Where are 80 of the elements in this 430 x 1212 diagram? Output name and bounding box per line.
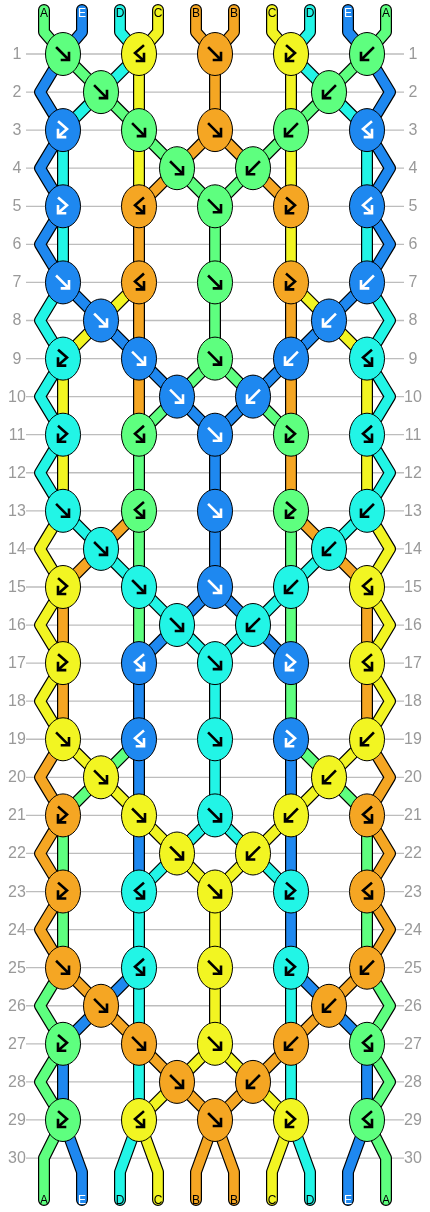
- strand-label: D: [115, 7, 125, 19]
- row-number: 14: [8, 540, 26, 557]
- row-number: 21: [404, 807, 422, 824]
- strand-label: E: [78, 1194, 86, 1206]
- strand-label: D: [115, 1194, 125, 1206]
- row-number: 15: [8, 578, 26, 595]
- strand-label: D: [305, 1194, 315, 1206]
- row-number: 22: [404, 845, 422, 862]
- row-number: 7: [408, 274, 418, 291]
- row-number: 12: [404, 464, 422, 481]
- row-number: 30: [8, 1150, 26, 1166]
- row-number: 13: [8, 502, 26, 519]
- strand-label: B: [192, 1194, 200, 1206]
- row-number: 20: [8, 769, 26, 786]
- row-number: 29: [8, 1111, 26, 1128]
- row-number: 1: [12, 46, 22, 62]
- row-number: 6: [12, 236, 22, 253]
- row-number: 10: [8, 388, 26, 405]
- strand-label: B: [230, 7, 238, 19]
- strand-label: E: [344, 7, 352, 19]
- row-number: 26: [404, 997, 422, 1014]
- row-number: 17: [8, 655, 26, 672]
- row-number: 4: [408, 160, 418, 177]
- row-number: 28: [8, 1073, 26, 1090]
- row-number: 3: [408, 122, 418, 139]
- row-number: 2: [12, 84, 22, 101]
- row-number: 23: [8, 883, 26, 900]
- row-number: 16: [8, 617, 26, 634]
- row-number: 25: [8, 959, 26, 976]
- row-number: 13: [404, 502, 422, 519]
- row-number: 9: [12, 350, 22, 367]
- row-number: 5: [12, 198, 22, 215]
- strand-label: A: [382, 1194, 390, 1206]
- row-number: 18: [404, 693, 422, 710]
- strand-label: A: [40, 7, 48, 19]
- strand-label: D: [305, 7, 315, 19]
- row-number: 28: [404, 1073, 422, 1090]
- row-number: 6: [408, 236, 418, 253]
- row-number: 19: [404, 731, 422, 748]
- row-number: 20: [404, 769, 422, 786]
- strand-label: C: [267, 7, 277, 19]
- row-number: 15: [404, 578, 422, 595]
- row-number: 9: [408, 350, 418, 367]
- row-number: 24: [8, 921, 26, 938]
- strand-label: C: [153, 7, 163, 19]
- row-number: 27: [8, 1035, 26, 1052]
- row-number: 25: [404, 959, 422, 976]
- row-number: 19: [8, 731, 26, 748]
- row-number: 10: [404, 388, 422, 405]
- row-number: 8: [12, 312, 22, 329]
- row-number: 1: [408, 46, 418, 62]
- row-number: 29: [404, 1111, 422, 1128]
- row-number: 22: [8, 845, 26, 862]
- row-number: 14: [404, 540, 422, 557]
- row-number: 12: [8, 464, 26, 481]
- strand-label: C: [153, 1194, 163, 1206]
- row-number: 11: [8, 426, 26, 443]
- strand-label: B: [230, 1194, 238, 1206]
- row-number: 11: [404, 426, 422, 443]
- row-number: 5: [408, 198, 418, 215]
- row-number: 2: [408, 84, 418, 101]
- row-number: 16: [404, 617, 422, 634]
- row-number: 17: [404, 655, 422, 672]
- row-number: 23: [404, 883, 422, 900]
- row-number: 21: [8, 807, 26, 824]
- row-number: 24: [404, 921, 422, 938]
- row-number: 18: [8, 693, 26, 710]
- strand-label: E: [78, 7, 86, 19]
- strand-label: B: [192, 7, 200, 19]
- strand-label: E: [344, 1194, 352, 1206]
- row-number: 7: [12, 274, 22, 291]
- strand-label: A: [382, 7, 390, 19]
- row-number: 30: [404, 1150, 422, 1166]
- row-number: 8: [408, 312, 418, 329]
- row-number: 4: [12, 160, 22, 177]
- row-number: 3: [12, 122, 22, 139]
- row-number: 27: [404, 1035, 422, 1052]
- strand-label: C: [267, 1194, 277, 1206]
- strand-label: A: [40, 1194, 48, 1206]
- row-number: 26: [8, 997, 26, 1014]
